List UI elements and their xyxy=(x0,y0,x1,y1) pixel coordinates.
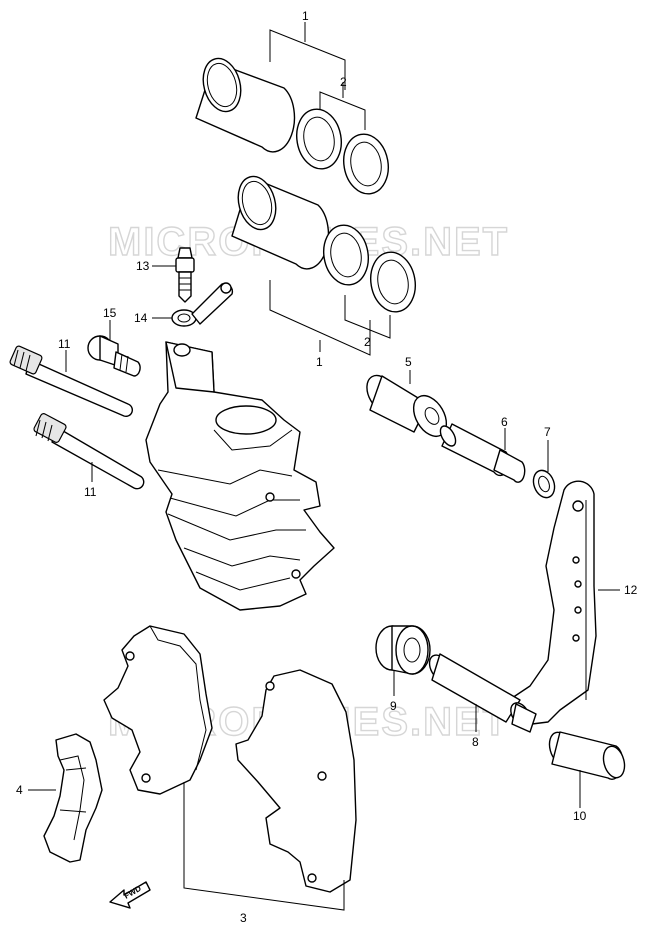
bolt xyxy=(87,335,141,377)
seal-pair-bottom xyxy=(323,224,416,313)
callout-5: 5 xyxy=(405,355,412,369)
piston-top xyxy=(195,57,296,153)
washer xyxy=(532,469,556,499)
pad-bracket-line xyxy=(183,782,345,911)
brake-pad-right xyxy=(235,669,357,893)
callout-3: 3 xyxy=(240,911,247,925)
callout-15: 15 xyxy=(103,306,117,320)
callout-2-top: 2 xyxy=(340,75,347,89)
brake-pad-left xyxy=(103,625,213,795)
leader-lines xyxy=(28,265,620,808)
pin-upper xyxy=(9,345,134,418)
callout-1-top: 1 xyxy=(302,9,309,23)
fwd-arrow-icon: FWD xyxy=(109,881,151,909)
pad-spring xyxy=(43,733,103,863)
bracket-pin xyxy=(548,731,626,780)
callout-14: 14 xyxy=(134,311,148,325)
caliper-bracket xyxy=(511,480,597,725)
bleeder-screw xyxy=(175,247,195,303)
callout-6: 6 xyxy=(501,415,508,429)
piston-bottom xyxy=(231,175,330,270)
seal-pair-top xyxy=(296,108,389,195)
callout-10: 10 xyxy=(573,809,587,823)
callout-9: 9 xyxy=(390,699,397,713)
callout-2-bottom: 2 xyxy=(364,335,371,349)
callout-1-bottom: 1 xyxy=(316,355,323,369)
guide-pin xyxy=(439,423,526,483)
bracket-lines-bottom xyxy=(269,280,391,356)
callout-4: 4 xyxy=(16,783,23,797)
bracket-lines-top xyxy=(269,22,366,130)
pin-lower xyxy=(33,413,145,490)
callout-8: 8 xyxy=(472,735,479,749)
slide-pin xyxy=(428,653,537,733)
callout-11-top: 11 xyxy=(58,337,71,351)
caliper-body xyxy=(145,341,335,611)
boot xyxy=(375,625,431,675)
callout-12: 12 xyxy=(624,583,638,597)
callout-13: 13 xyxy=(136,259,150,273)
callout-7: 7 xyxy=(544,425,551,439)
sleeve xyxy=(366,374,448,437)
callout-11-bottom: 11 xyxy=(84,485,97,499)
bleeder-cap xyxy=(171,282,234,327)
